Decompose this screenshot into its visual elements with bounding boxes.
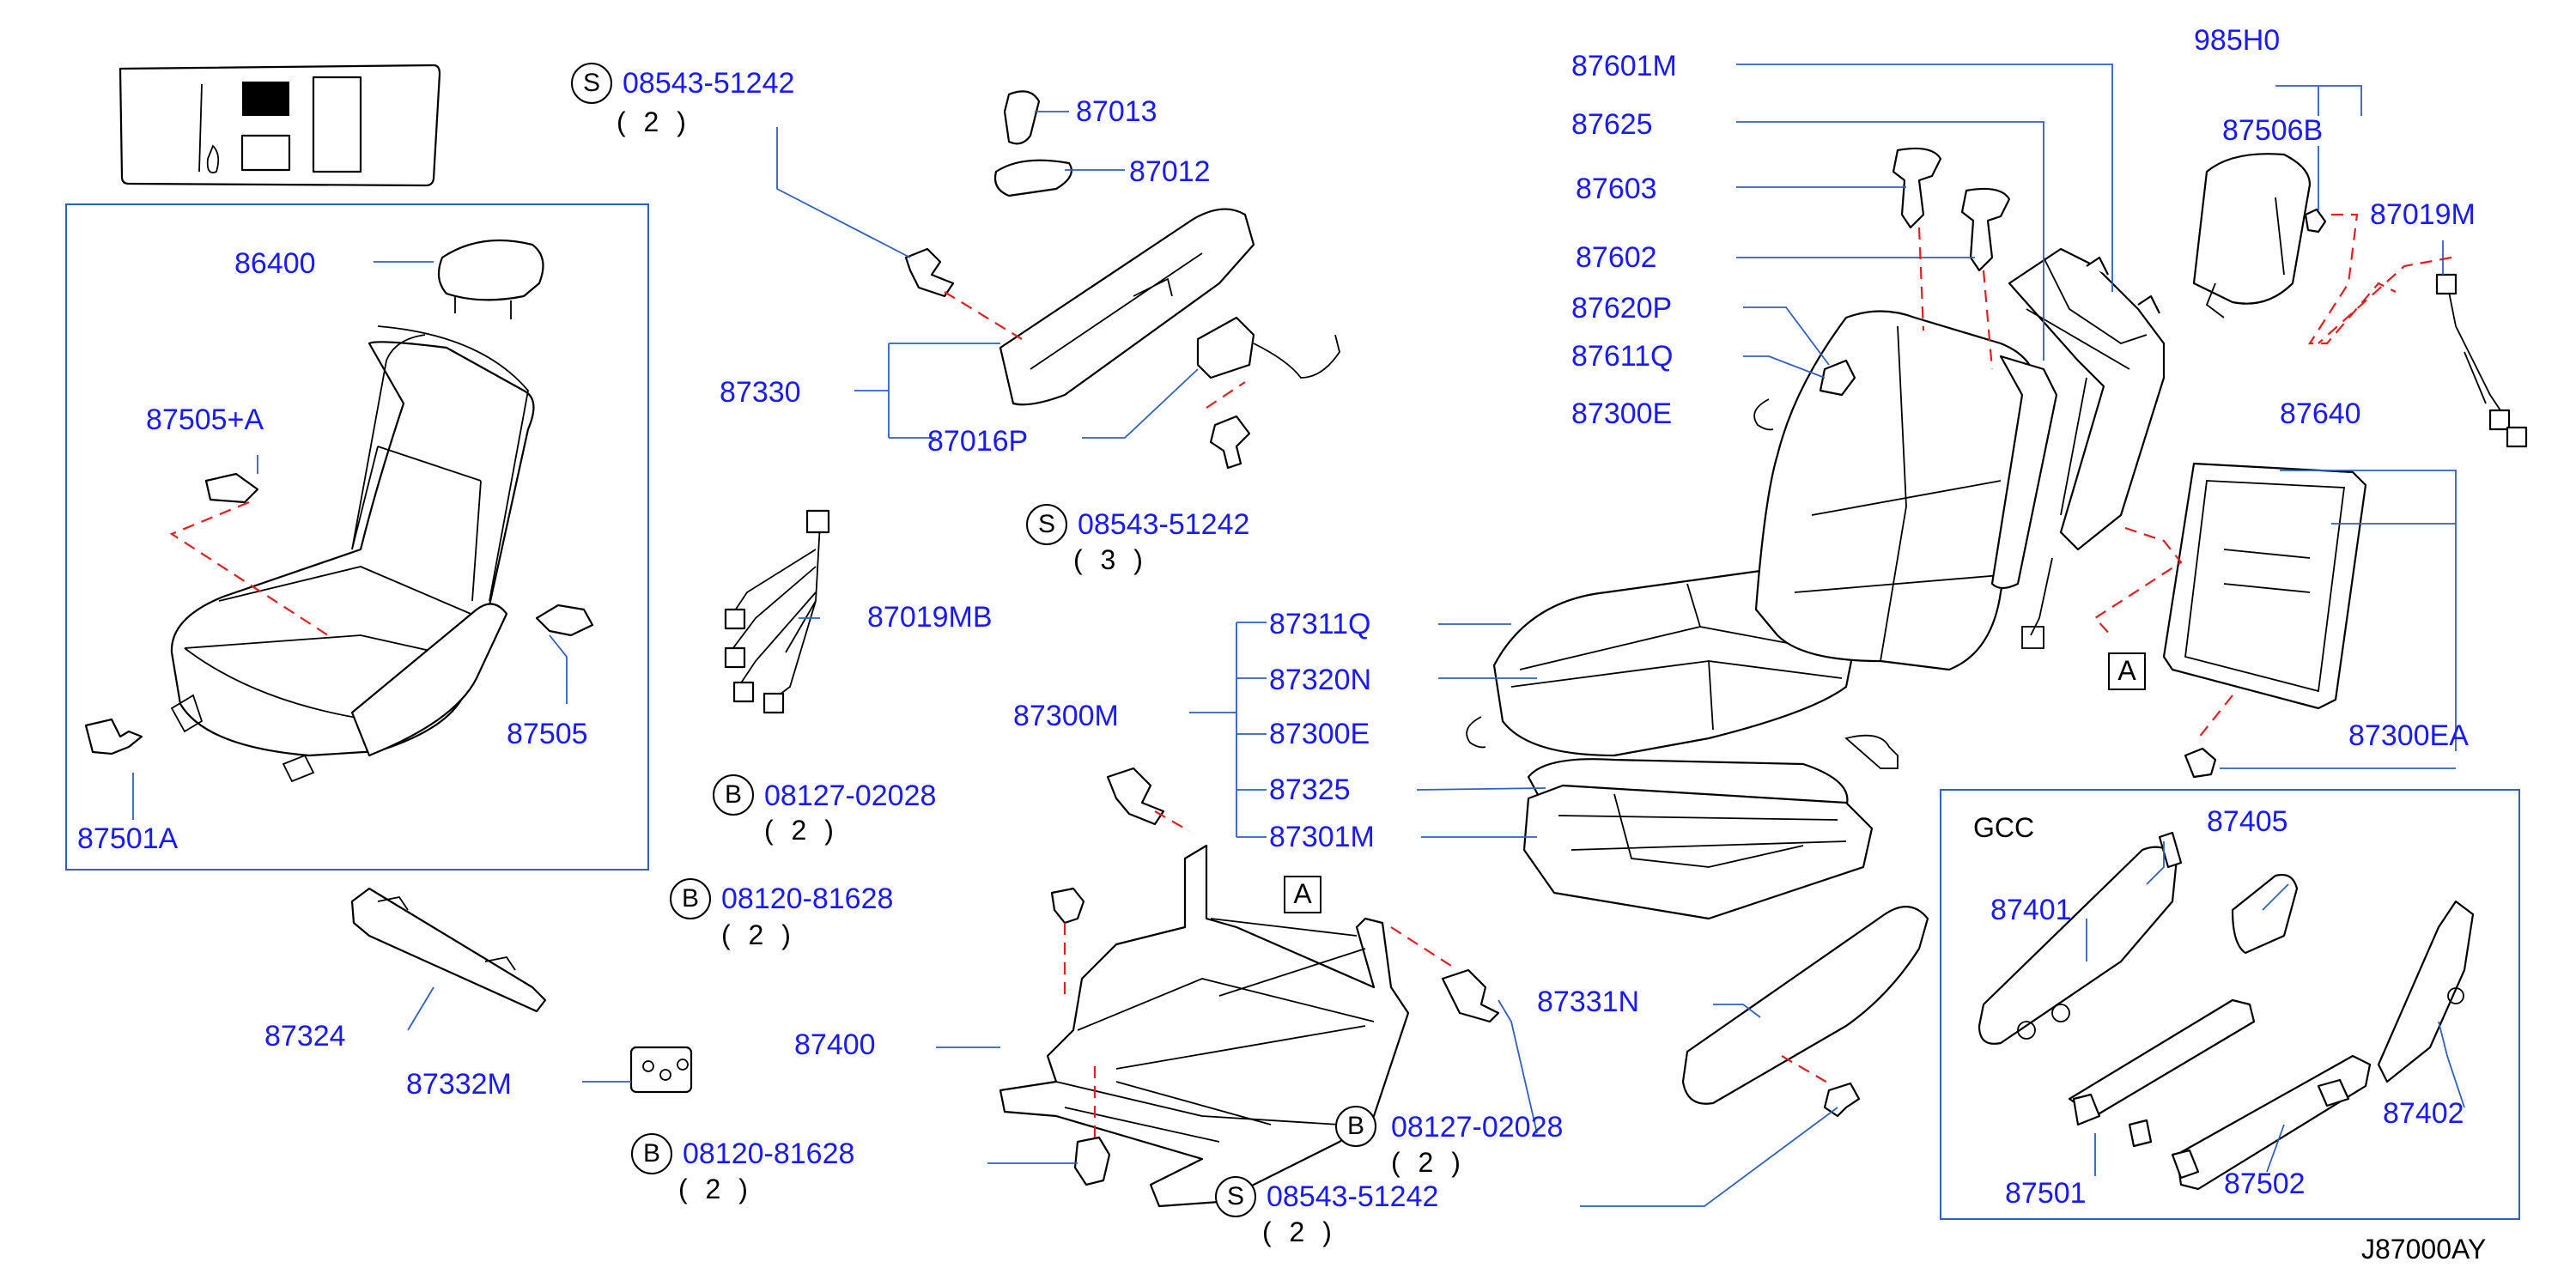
label-87320n[interactable]: 87320N <box>1269 664 1372 696</box>
part-87640 <box>2162 462 2367 710</box>
label-08127-02028-a[interactable]: 08127-02028 <box>764 780 937 812</box>
label-87501a[interactable]: 87501A <box>77 822 179 855</box>
part-87012 <box>993 159 1072 197</box>
prefix-b-1: B <box>713 774 754 816</box>
vehicle-locator-icon <box>118 64 441 187</box>
part-87013 <box>1003 90 1041 145</box>
label-87625[interactable]: 87625 <box>1571 108 1653 141</box>
prefix-s-3: S <box>1215 1176 1256 1217</box>
label-87332m[interactable]: 87332M <box>406 1068 512 1101</box>
prefix-b-2: B <box>670 878 711 919</box>
label-87401[interactable]: 87401 <box>1990 894 2072 926</box>
label-87012[interactable]: 87012 <box>1129 155 1211 188</box>
label-87620p[interactable]: 87620P <box>1571 292 1673 325</box>
label-87301m[interactable]: 87301M <box>1269 821 1375 853</box>
qty-f3: ( 2 ) <box>764 815 839 846</box>
ref-tag-a-right: A <box>2108 652 2146 690</box>
label-87501[interactable]: 87501 <box>2005 1177 2087 1210</box>
drawing-id: J87000AY <box>2361 1234 2487 1265</box>
label-87505a[interactable]: 87505+A <box>146 403 264 436</box>
prefix-s-2: S <box>1026 504 1067 545</box>
label-87300e-top[interactable]: 87300E <box>1571 397 1673 430</box>
part-87019mb-harness <box>724 509 830 714</box>
part-87324 <box>350 887 547 1013</box>
qty-f5: ( 2 ) <box>678 1174 753 1204</box>
label-08120-81628-a[interactable]: 08120-81628 <box>721 883 894 915</box>
label-87330[interactable]: 87330 <box>720 376 801 409</box>
prefix-b-3: B <box>631 1133 672 1174</box>
part-87401 <box>1978 846 2178 1045</box>
label-08120-81628-b[interactable]: 08120-81628 <box>683 1138 855 1170</box>
label-87324[interactable]: 87324 <box>264 1020 346 1053</box>
label-87325[interactable]: 87325 <box>1269 774 1351 806</box>
label-87640[interactable]: 87640 <box>2280 397 2361 430</box>
label-87300m[interactable]: 87300M <box>1013 700 1119 732</box>
leader-lines <box>132 64 2465 1207</box>
part-87402 <box>2377 900 2475 1083</box>
label-87603[interactable]: 87603 <box>1576 173 1657 205</box>
label-08543-51242-a[interactable]: 08543-51242 <box>623 67 795 100</box>
label-87405[interactable]: 87405 <box>2207 805 2288 838</box>
label-87611q[interactable]: 87611Q <box>1571 340 1674 373</box>
label-87016p[interactable]: 87016P <box>927 425 1029 458</box>
label-87300ea[interactable]: 87300EA <box>2348 719 2469 752</box>
label-08543-51242-b[interactable]: 08543-51242 <box>1078 508 1250 541</box>
part-87332m <box>629 1046 693 1094</box>
label-87019m[interactable]: 87019M <box>2370 198 2476 231</box>
qty-f1: ( 2 ) <box>617 106 691 137</box>
part-87405 <box>2231 873 2299 955</box>
label-87300e-bottom[interactable]: 87300E <box>1269 718 1370 750</box>
left-seat-illustration <box>84 239 594 783</box>
label-87019mb[interactable]: 87019MB <box>867 601 993 634</box>
left-seat-group-frame <box>65 203 649 871</box>
label-87601m[interactable]: 87601M <box>1571 50 1677 82</box>
label-86400[interactable]: 86400 <box>234 247 316 280</box>
gcc-group-frame <box>1940 789 2520 1220</box>
label-87311q[interactable]: 87311Q <box>1269 608 1371 640</box>
label-87602[interactable]: 87602 <box>1576 241 1657 274</box>
assembly-lines <box>944 213 2452 1138</box>
part-87331n <box>1681 906 1929 1105</box>
qty-f2: ( 3 ) <box>1073 544 1148 575</box>
qty-f7: ( 2 ) <box>1262 1216 1337 1247</box>
part-87506b <box>2192 153 2312 305</box>
part-87330 <box>999 208 1255 406</box>
part-87501 <box>2068 998 2256 1118</box>
ref-tag-a-center: A <box>1284 876 1321 913</box>
gcc-group-label: GCC <box>1973 812 2035 843</box>
prefix-s-1: S <box>571 63 612 104</box>
label-87502[interactable]: 87502 <box>2224 1168 2306 1200</box>
qty-f4: ( 2 ) <box>721 919 796 950</box>
prefix-b-4: B <box>1335 1106 1376 1147</box>
label-87402[interactable]: 87402 <box>2383 1097 2464 1130</box>
label-87013[interactable]: 87013 <box>1076 95 1157 128</box>
label-08543-51242-c[interactable]: 08543-51242 <box>1267 1180 1439 1213</box>
label-87331n[interactable]: 87331N <box>1537 986 1640 1018</box>
label-87505[interactable]: 87505 <box>507 718 588 750</box>
part-87400-frame <box>999 844 1410 1208</box>
seat-back-illustration <box>1754 147 2166 671</box>
label-87506b[interactable]: 87506B <box>2222 114 2324 147</box>
label-985h0[interactable]: 985H0 <box>2194 24 2281 57</box>
label-08127-02028-b[interactable]: 08127-02028 <box>1391 1111 1564 1144</box>
qty-f6: ( 2 ) <box>1391 1147 1466 1178</box>
label-87400[interactable]: 87400 <box>794 1028 876 1061</box>
